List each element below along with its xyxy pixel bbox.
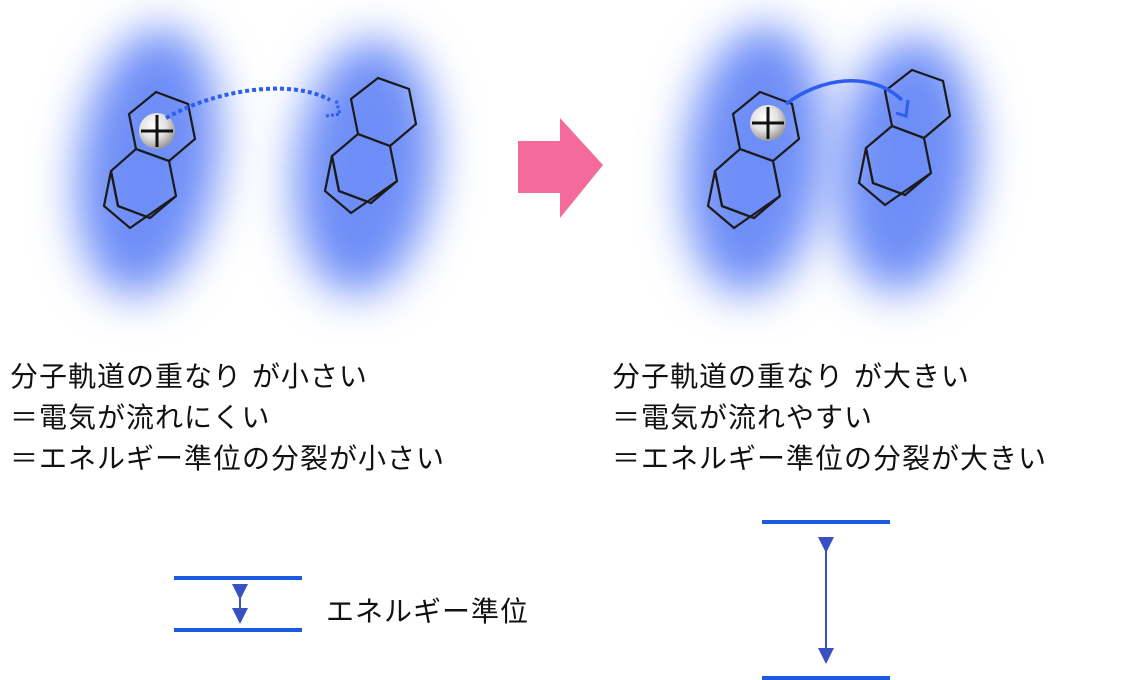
curved-arrow-icon [784,79,910,118]
naphthalene-molecule [102,90,197,230]
energy-diagram-small [174,576,302,632]
caption-line: 分子軌道の重なり が大きい [612,360,970,393]
orbital-cloud [683,25,827,295]
caption-right: 分子軌道の重なり が大きい ＝電気が流れやすい ＝エネルギー準位の分裂が大きい [612,356,1047,479]
energy-diagram-large [762,520,890,680]
naphthalene-molecule [857,68,952,207]
orbital-cloud [294,39,436,295]
caption-line: ＝電気が流れやすい [612,401,874,434]
caption-left: 分子軌道の重なり が小さい ＝電気が流れにくい ＝エネルギー準位の分裂が小さい [10,356,445,479]
orbital-cloud [835,37,977,293]
naphthalene-molecule [323,76,418,215]
naphthalene-molecule [706,90,801,230]
caption-line: ＝エネルギー準位の分裂が大きい [612,442,1048,475]
caption-line: ＝電気が流れにくい [10,401,271,434]
hole-plus-icon [139,113,175,149]
caption-line: 分子軌道の重なり が小さい [10,360,368,393]
hole-plus-icon [750,105,786,141]
orbital-cloud [76,27,220,297]
energy-level-label: エネルギー準位 [326,595,530,628]
caption-line: ＝エネルギー準位の分裂が小さい [10,442,446,475]
left-panel [76,27,436,297]
right-panel [683,25,977,295]
right-arrow-icon [518,118,603,218]
